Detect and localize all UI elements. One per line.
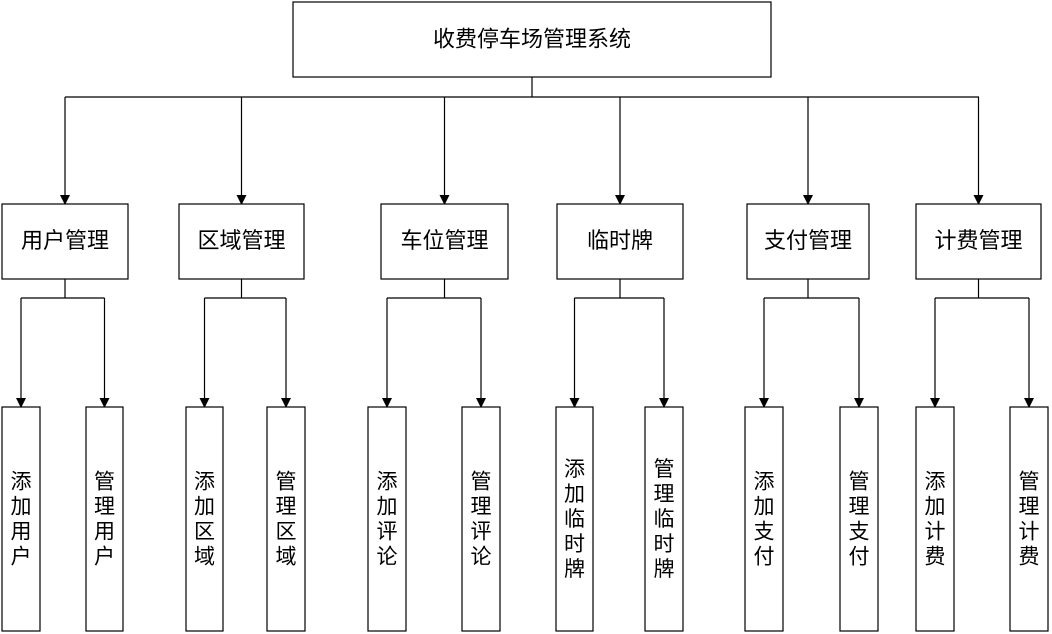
leaf-box <box>1009 406 1049 632</box>
module-box <box>380 203 509 280</box>
module-label: 支付管理 <box>764 229 852 254</box>
module-label: 临时牌 <box>587 229 653 254</box>
leaf-box <box>839 406 879 632</box>
leaf-label: 添加计费 <box>925 470 946 569</box>
leaf-box <box>555 406 594 632</box>
module-box <box>1 203 129 280</box>
module-label: 用户管理 <box>21 229 109 254</box>
root-label: 收费停车场管理系统 <box>433 28 631 53</box>
leaf-label: 管理区域 <box>276 470 297 569</box>
module-label: 计费管理 <box>934 229 1022 254</box>
module-box <box>556 203 684 280</box>
leaf-label: 管理评论 <box>471 470 492 569</box>
leaf-box <box>85 406 124 632</box>
leaf-label: 添加区域 <box>194 470 215 569</box>
module-label: 区域管理 <box>197 229 285 254</box>
leaf-box <box>644 406 684 632</box>
leaf-label: 添加临时牌 <box>564 457 585 581</box>
leaf-box <box>461 406 501 632</box>
leaf-label: 管理计费 <box>1019 470 1040 569</box>
leaf-box <box>915 406 955 632</box>
leaf-label: 管理用户 <box>94 470 115 569</box>
leaf-box <box>1 406 41 632</box>
leaf-box <box>367 406 407 632</box>
module-label: 车位管理 <box>400 229 488 254</box>
module-box <box>178 203 305 280</box>
root-node: 收费停车场管理系统 <box>292 1 772 78</box>
leaf-label: 添加评论 <box>377 470 398 569</box>
leaf-label: 添加支付 <box>754 470 775 569</box>
leaf-box <box>266 406 306 632</box>
leaf-label: 管理临时牌 <box>654 457 675 581</box>
root-connectors <box>65 77 979 98</box>
leaf-box <box>744 406 784 632</box>
leaf-label: 添加用户 <box>11 470 32 569</box>
leaf-box <box>185 406 224 632</box>
leaf-label: 管理支付 <box>849 470 870 569</box>
module-box <box>915 203 1042 280</box>
